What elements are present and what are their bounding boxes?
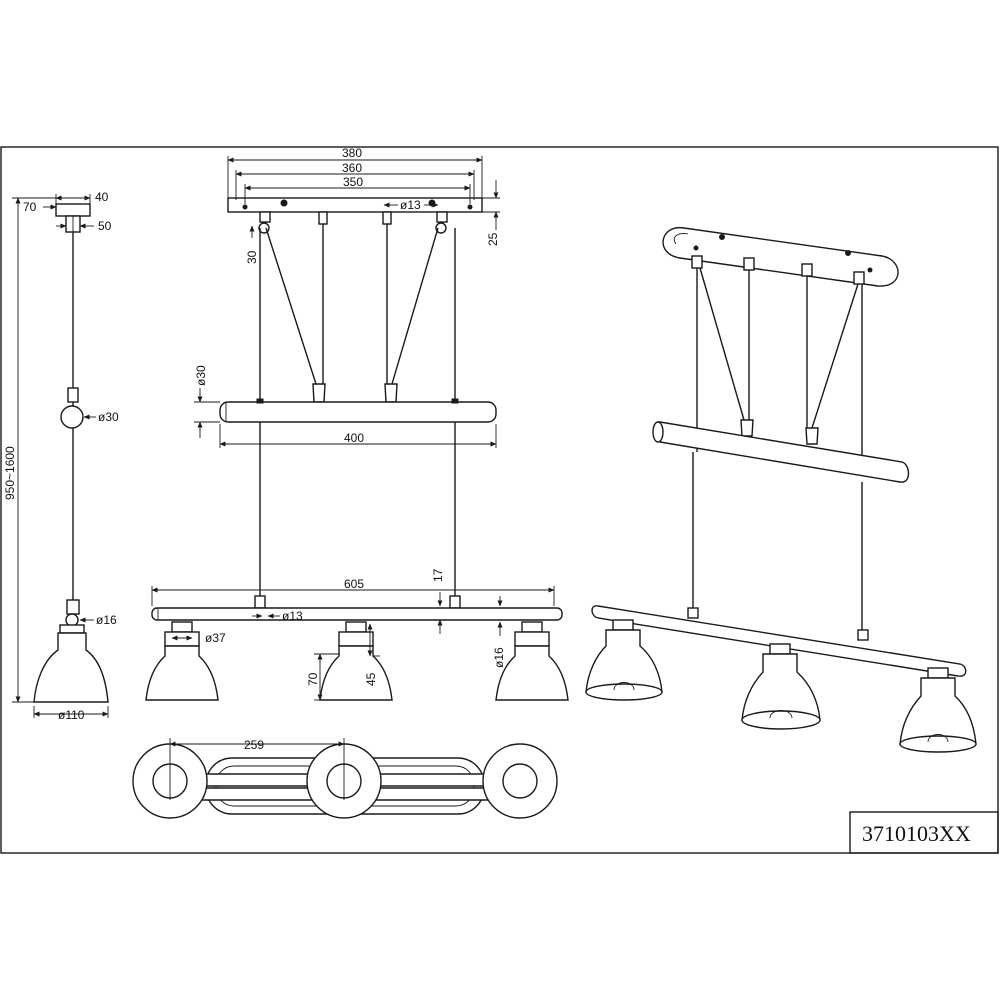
side-holder [66,599,80,615]
persp-shade-right [899,667,977,753]
front-dim-bar-length: 605 [344,577,364,591]
side-knob [60,405,84,429]
side-canopy [55,203,91,217]
perspective-view [585,227,977,753]
side-shade [33,632,109,703]
top-dim-spacing: 259 [244,738,264,752]
front-dim-shade-height: 70 [306,672,320,686]
side-view: 40 70 50 950~1600 ø30 ø16 ø110 [3,190,119,722]
persp-shade-middle [741,643,821,730]
front-dim-canopy-total: 380 [342,146,362,160]
front-shade-right [495,621,569,701]
front-dim-shade-top: ø37 [205,631,226,645]
side-dim-hook: 50 [98,219,112,233]
product-code: 3710103XX [862,821,971,846]
front-dim-shade-inner: 45 [364,672,378,686]
front-canopy [227,197,483,213]
persp-rod [652,421,910,483]
persp-canopy [662,227,899,287]
front-rod [219,401,497,423]
front-shade-middle [319,621,393,701]
front-dim-bar-hole: ø13 [282,609,303,623]
front-dim-canopy-holes: 350 [343,175,363,189]
front-dim-hole-dia: ø13 [400,198,421,212]
front-dim-bar-height: 17 [431,568,445,582]
side-dim-holder: ø16 [96,613,117,627]
side-dim-knob: ø30 [98,410,119,424]
product-code-box [849,811,999,854]
front-dim-rod-dia: ø30 [194,365,208,386]
drawing-border [0,146,999,854]
side-dim-shade: ø110 [58,708,85,722]
top-view: 259 [132,738,558,819]
front-dim-hook-drop: 30 [245,250,259,264]
front-bar [151,607,563,621]
front-dim-rod-length: 400 [344,431,364,445]
front-dim-canopy-mid: 360 [342,161,362,175]
side-dim-canopy-width: 40 [95,190,109,204]
side-dim-height: 950~1600 [3,446,17,500]
persp-bar [591,605,967,677]
persp-shade-left [585,619,663,701]
front-dim-canopy-height: 25 [486,232,500,246]
front-view: 380 360 350 ø13 25 30 ø30 400 605 [145,146,569,701]
side-dim-left: 70 [23,200,37,214]
front-dim-holder-dia: ø16 [492,647,506,668]
